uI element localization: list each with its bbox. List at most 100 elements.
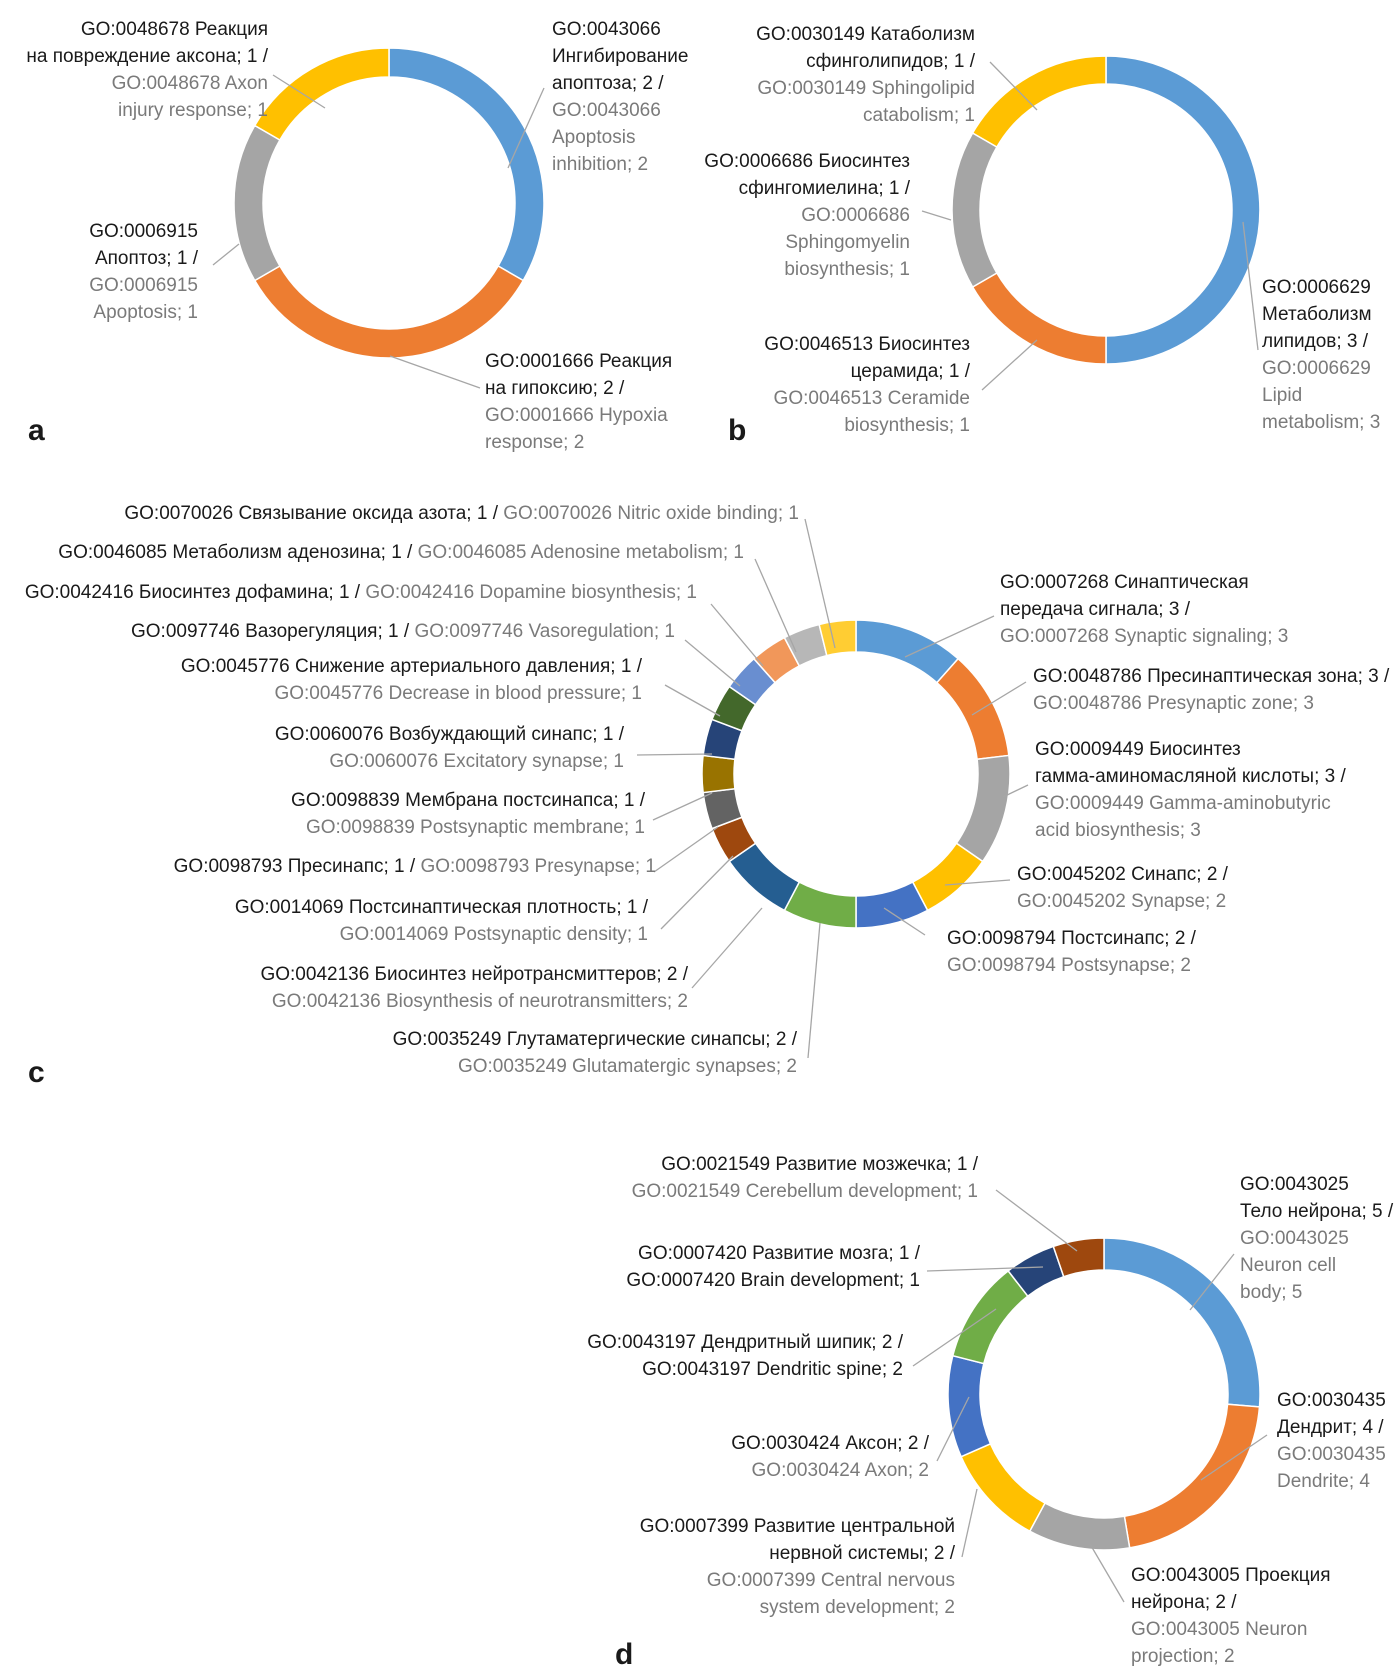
slice-label-line: GO:0046513 Биосинтез <box>764 334 970 355</box>
panel-letter-a: a <box>28 414 45 447</box>
donut-slice-b-1 <box>971 271 1107 365</box>
slice-label-line: GO:0030435 <box>1277 1390 1386 1411</box>
slice-label-line: GO:0007399 Развитие центральной <box>640 1516 955 1537</box>
leader-line-d-6 <box>926 1266 1044 1272</box>
slice-label-line: GO:0043025 <box>1240 1228 1349 1249</box>
panel-letter-d: d <box>615 1638 633 1671</box>
slice-label-line: GO:0048678 Реакция <box>81 19 268 40</box>
leader-line-b-2 <box>921 210 952 221</box>
slice-label-line: GO:0001666 Реакция <box>485 351 672 372</box>
slice-label-line: GO:0006629 <box>1262 277 1371 298</box>
slice-label-line: GO:0043066 <box>552 19 661 40</box>
slice-label-line: нейрона; 2 / <box>1131 1592 1237 1613</box>
slice-label-line: сфингомиелина; 1 / <box>739 178 911 199</box>
slice-label-d-6: GO:0007420 Развитие мозга; 1 / GO:0007420… <box>626 1243 920 1291</box>
slice-label-a-1: GO:0001666 Реакция на гипоксию; 2 / GO:000… <box>485 351 672 453</box>
donut-slice-c-4 <box>855 881 929 929</box>
slice-label-line: body; 5 <box>1240 1282 1302 1303</box>
slice-label-line: GO:0042136 Биосинтез нейротрансмиттеров;… <box>260 964 688 985</box>
slice-label-line: GO:0007420 Brain development; 1 <box>626 1270 920 1291</box>
leader-line-d-4 <box>936 1396 970 1462</box>
leader-line-b-1 <box>981 339 1038 391</box>
slice-label-line: сфинголипидов; 1 / <box>806 51 976 72</box>
donut-slice-b-2 <box>951 131 998 289</box>
slice-label-c-12: GO:0097746 Вазорегуляция; 1 / GO:0097746… <box>131 621 675 642</box>
leader-line-c-10 <box>636 753 713 756</box>
slice-label-line: GO:0007420 Развитие мозга; 1 / <box>638 1243 921 1264</box>
slice-label-line: GO:0045776 Снижение артериального давлен… <box>181 656 643 677</box>
slice-label-line: GO:0030424 Аксон; 2 / <box>731 1433 929 1454</box>
donut-slice-a-0 <box>388 47 545 282</box>
slice-label-line: metabolism; 3 <box>1262 412 1380 433</box>
donut-slice-a-1 <box>253 264 525 359</box>
slice-label-line: GO:0097746 Vasoregulation; 1 <box>414 621 675 642</box>
donut-slice-c-1 <box>935 657 1010 761</box>
slice-label-line: catabolism; 1 <box>863 105 975 126</box>
slice-label-line: Neuron cell <box>1240 1255 1336 1276</box>
slice-label-line: GO:0007268 Синаптическая <box>1000 572 1249 593</box>
donut-slice-d-5 <box>951 1269 1029 1365</box>
donut-slice-a-3 <box>253 47 390 142</box>
slice-label-line: GO:0070026 Связывание оксида азота; 1 / <box>124 503 503 524</box>
slice-label-line: biosynthesis; 1 <box>844 415 970 436</box>
leader-line-b-0 <box>1242 221 1259 351</box>
slice-label-line: GO:0006686 <box>801 205 910 226</box>
slice-label-c-4: GO:0098794 Постсинапс; 2 /GO:0098794 Pos… <box>947 928 1197 976</box>
slice-label-line: GO:0098793 Presynapse; 1 <box>420 856 656 877</box>
slice-label-line: GO:0043025 <box>1240 1174 1349 1195</box>
slice-label-line: GO:0045776 Decrease in blood pressure; 1 <box>274 683 642 704</box>
slice-label-line: acid biosynthesis; 3 <box>1035 820 1201 841</box>
leader-line-c-13 <box>710 603 764 667</box>
slice-label-line: GO:0046513 Ceramide <box>774 388 970 409</box>
slice-label-line: GO:0048678 Axon <box>112 73 268 94</box>
slice-label-line: Apoptosis; 1 <box>93 302 198 323</box>
slice-label-line: GO:0006915 <box>89 221 198 242</box>
leader-line-c-2 <box>1002 784 1029 798</box>
slice-label-line: Dendrite; 4 <box>1277 1471 1370 1492</box>
donut-slice-c-15 <box>818 619 857 657</box>
slice-label-line: гамма-аминомасляной кислоты; 3 / <box>1035 766 1346 787</box>
donut-slice-c-9 <box>701 754 736 794</box>
slice-label-line: GO:0042416 Биосинтез дофамина; 1 / <box>25 582 366 603</box>
slice-label-line: projection; 2 <box>1131 1646 1235 1667</box>
slice-label-line: GO:0045202 Синапс; 2 / <box>1017 864 1229 885</box>
slice-label-line: на повреждение аксона; 1 / <box>26 46 268 67</box>
panel-letter-b: b <box>728 414 746 447</box>
slice-label-line: GO:0043197 Dendritic spine; 2 <box>642 1359 903 1380</box>
slice-label-line: GO:0098839 Postsynaptic membrane; 1 <box>306 817 645 838</box>
donut-slice-b-0 <box>1105 55 1261 365</box>
slice-label-line: Sphingomyelin <box>785 232 910 253</box>
slice-label-line: GO:0030149 Катаболизм <box>756 24 975 45</box>
donut-slice-d-2 <box>1028 1502 1131 1551</box>
slice-label-line: GO:0042136 Biosynthesis of neurotransmit… <box>272 991 688 1012</box>
slice-label-line: апоптоза; 2 / <box>552 73 664 94</box>
leader-line-c-15 <box>804 518 836 649</box>
slice-label-line: на гипоксию; 2 / <box>485 378 625 399</box>
slice-label-line: церамида; 1 / <box>851 361 971 382</box>
slice-label-line: GO:0001666 Hypoxia <box>485 405 668 426</box>
slice-label-line: GO:0043197 Дендритный шипик; 2 / <box>587 1332 903 1353</box>
slice-label-d-4: GO:0030424 Аксон; 2 / GO:0030424 Axon; 2 <box>731 1433 929 1481</box>
slice-label-d-5: GO:0043197 Дендритный шипик; 2 / GO:00431… <box>587 1332 903 1380</box>
slice-label-line: GO:0035249 Глутаматергические синапсы; 2… <box>393 1029 798 1050</box>
leader-line-c-7 <box>660 855 734 930</box>
slice-label-c-11: GO:0045776 Снижение артериального давлен… <box>181 656 643 704</box>
slice-label-line: GO:0030424 Axon; 2 <box>752 1460 929 1481</box>
slice-label-c-9: GO:0098839 Мембрана постсинапса; 1 /GO:0… <box>291 790 646 838</box>
slice-label-line: injury response; 1 <box>118 100 268 121</box>
leader-line-c-3 <box>944 879 1011 886</box>
donut-slice-c-3 <box>911 842 984 912</box>
leader-line-c-11 <box>664 684 721 717</box>
slice-label-line: GO:0043066 <box>552 100 661 121</box>
slice-label-line: biosynthesis; 1 <box>784 259 910 280</box>
panel-letter-c: c <box>28 1056 45 1089</box>
